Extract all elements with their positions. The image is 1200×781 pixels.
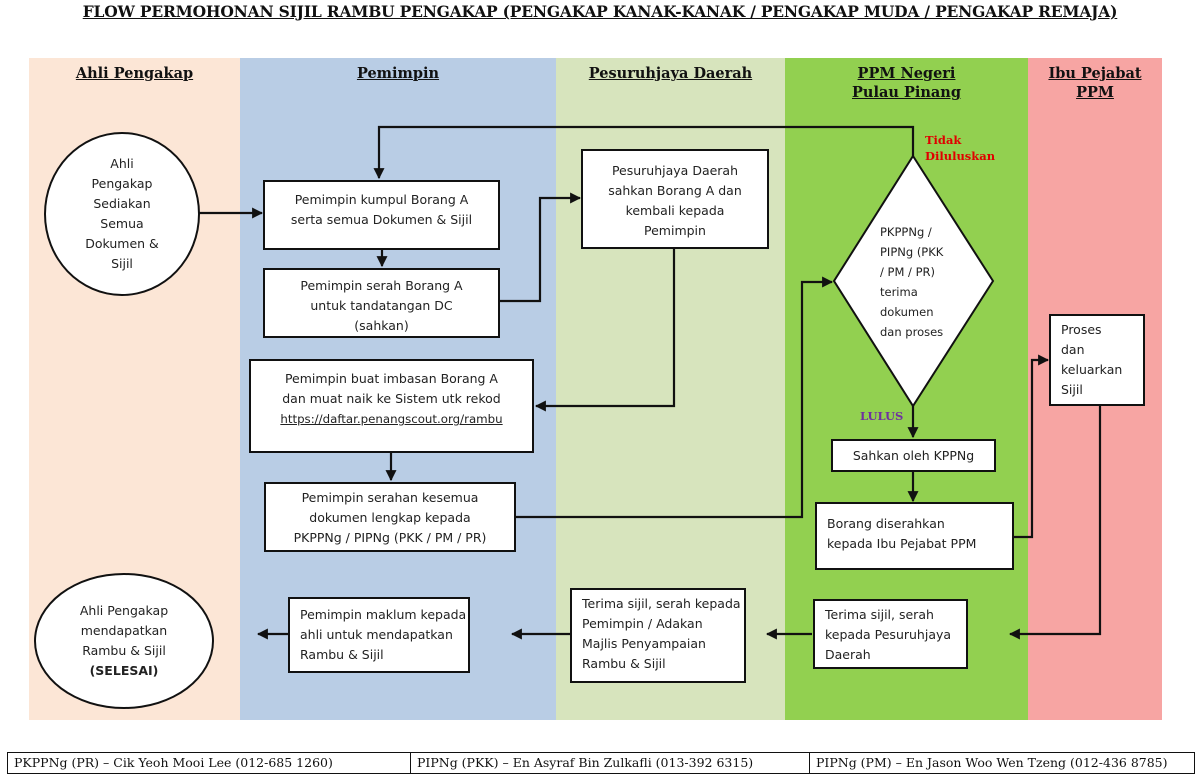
process-serahan-dokumen[interactable]: Pemimpin serahan kesemua dokumen lengkap…: [264, 482, 516, 552]
node-text: Pemimpin maklum kepada ahli untuk mendap…: [300, 607, 467, 662]
lane-header: PPM Negeri Pulau Pinang: [852, 65, 961, 101]
node-text: Terima sijil, serah kepada Pesuruhjaya D…: [825, 607, 952, 662]
process-terima-sijil-pd[interactable]: Terima sijil, serah kepada Pemimpin / Ad…: [570, 588, 746, 683]
process-serah-dc[interactable]: Pemimpin serah Borang A untuk tandatanga…: [263, 268, 500, 338]
node-text: Pemimpin serahan kesemua dokumen lengkap…: [293, 490, 487, 545]
process-pd-sahkan[interactable]: Pesuruhjaya Daerah sahkan Borang A dan k…: [581, 149, 769, 249]
page-title: FLOW PERMOHONAN SIJIL RAMBU PENGAKAP (PE…: [82, 2, 1118, 21]
contact-pipng-pm: PIPNg (PM) – En Jason Woo Wen Tzeng (012…: [816, 755, 1168, 770]
process-imbasan[interactable]: Pemimpin buat imbasan Borang A dan muat …: [249, 359, 534, 453]
lane-header: Pemimpin: [356, 65, 440, 82]
label-lulus: LULUS: [860, 409, 904, 423]
end-oval[interactable]: Ahli Pengakap mendapatkan Rambu & Sijil …: [34, 573, 214, 709]
process-sahkan-kppng[interactable]: Sahkan oleh KPPNg: [831, 439, 996, 472]
lane-header: Ahli Pengakap: [75, 65, 194, 82]
node-text: Pemimpin buat imbasan Borang A dan muat …: [282, 371, 501, 406]
lane-header: Pesuruhjaya Daerah: [588, 65, 753, 82]
node-text: Proses dan keluarkan Sijil: [1061, 322, 1123, 397]
node-text: Sahkan oleh KPPNg: [852, 447, 975, 463]
contact-pkppng-pr: PKPPNg (PR) – Cik Yeoh Mooi Lee (012-685…: [8, 753, 411, 773]
label-tidak-diluluskan: Tidak Diluluskan: [925, 133, 996, 163]
process-kumpul-borang[interactable]: Pemimpin kumpul Borang A serta semua Dok…: [263, 180, 500, 250]
node-text: Terima sijil, serah kepada Pemimpin / Ad…: [582, 596, 741, 671]
process-borang-ibu-pejabat[interactable]: Borang diserahkan kepada Ibu Pejabat PPM: [815, 502, 1014, 570]
rambu-system-link[interactable]: https://daftar.penangscout.org/rambu: [280, 412, 503, 426]
node-text: Ahli Pengakap mendapatkan Rambu & Sijil: [79, 603, 169, 658]
lane-header: Ibu Pejabat PPM: [1048, 65, 1142, 101]
start-oval[interactable]: Ahli Pengakap Sediakan Semua Dokumen & S…: [44, 132, 200, 296]
node-text: Pesuruhjaya Daerah sahkan Borang A dan k…: [608, 163, 742, 238]
contact-footer: PKPPNg (PR) – Cik Yeoh Mooi Lee (012-685…: [7, 752, 1195, 774]
process-keluarkan-sijil[interactable]: Proses dan keluarkan Sijil: [1049, 314, 1145, 406]
node-text: Pemimpin serah Borang A untuk tandatanga…: [300, 278, 463, 333]
process-terima-sijil-ppm[interactable]: Terima sijil, serah kepada Pesuruhjaya D…: [813, 599, 968, 669]
node-text: Borang diserahkan kepada Ibu Pejabat PPM: [827, 516, 977, 551]
selesai-label: (SELESAI): [89, 663, 159, 678]
contact-pipng-pkk: PIPNg (PKK) – En Asyraf Bin Zulkafli (01…: [411, 753, 810, 773]
node-text: Pemimpin kumpul Borang A serta semua Dok…: [290, 192, 473, 227]
decision-text: PKPPNg / PIPNg (PKK / PM / PR) terima do…: [880, 225, 944, 339]
process-maklum-ahli[interactable]: Pemimpin maklum kepada ahli untuk mendap…: [288, 597, 470, 673]
